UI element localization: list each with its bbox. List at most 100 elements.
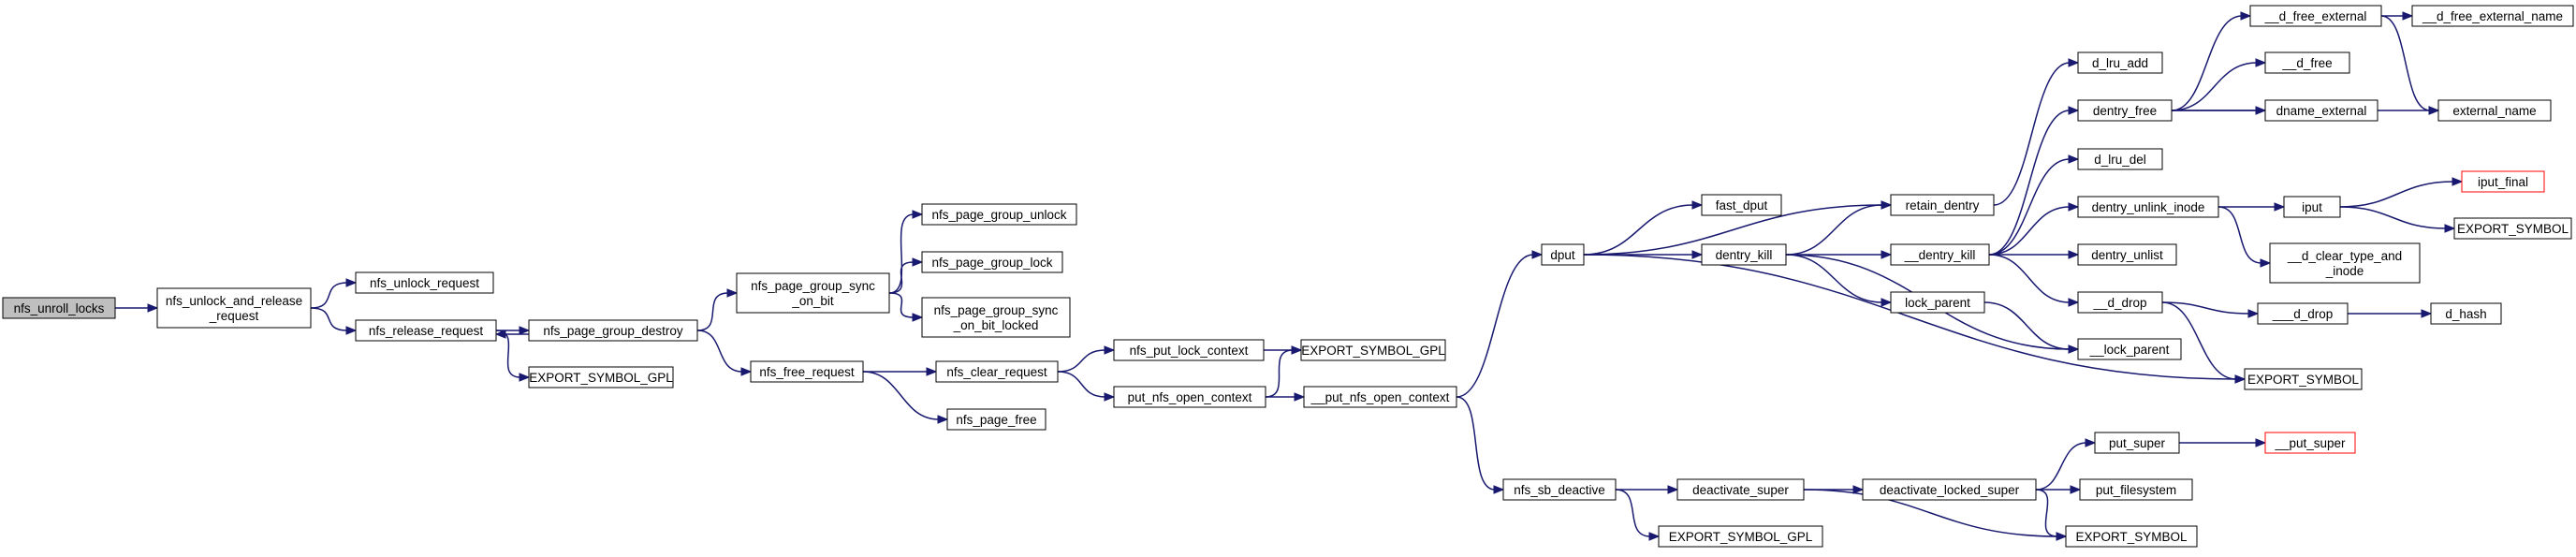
edge-line <box>1785 254 1883 303</box>
edge-line <box>2339 206 2447 229</box>
edge-arrowhead <box>1648 532 1661 541</box>
edge-arrowhead <box>740 367 753 376</box>
node-nfs-page-free[interactable]: nfs_page_free <box>946 408 1046 431</box>
node-box <box>2077 148 2163 170</box>
node-deactivate-locked-super[interactable]: deactivate_locked_super <box>1862 478 2037 501</box>
edge-nfs-unlock-and-release-request-to-nfs-release-request <box>310 307 358 335</box>
edge-d-drop-to-export-symbol-4 <box>2161 301 2247 384</box>
edge-arrowhead <box>2068 202 2080 212</box>
node-dentry-kill[interactable]: __dentry_kill <box>1890 243 1990 266</box>
node-dentry-unlist[interactable]: dentry_unlist <box>2077 243 2177 266</box>
edge-arrowhead <box>2070 485 2082 494</box>
node-nfs-unlock-and-release-request[interactable]: nfs_unlock_and_release_request <box>156 287 312 329</box>
node-label: external_name <box>2452 104 2536 118</box>
node-export-symbol-gpl-2[interactable]: EXPORT_SYMBOL_GPL <box>1300 339 1446 361</box>
node-iput[interactable]: iput <box>2283 196 2341 218</box>
node-d-lru-del[interactable]: d_lru_del <box>2077 148 2163 170</box>
edge-line <box>1803 489 2058 537</box>
edge-line <box>1988 254 2071 303</box>
node-nfs-page-group-sync-on-bit[interactable]: nfs_page_group_sync_on_bit <box>736 272 890 314</box>
edge-nfs-free-request-to-nfs-page-free <box>862 371 949 424</box>
node-d-free-external[interactable]: __d_free_external <box>2249 5 2382 27</box>
edge-line <box>495 330 521 378</box>
edge-arrowhead <box>937 415 949 424</box>
node-put-super[interactable]: put_super <box>2094 432 2180 454</box>
node-nfs-unroll-locks[interactable]: nfs_unroll_locks <box>2 297 116 319</box>
node-put-super[interactable]: __put_super <box>2264 432 2356 454</box>
node-d-clear-type-and-inode[interactable]: __d_clear_type_and_inode <box>2269 242 2421 284</box>
edge-arrowhead <box>1852 485 1865 494</box>
node-label: deactivate_locked_super <box>1880 483 2020 497</box>
node-nfs-release-request[interactable]: nfs_release_request <box>355 319 497 342</box>
node-box <box>528 319 698 342</box>
edge-arrowhead <box>926 367 938 376</box>
node-label: lock_parent <box>1905 296 1970 310</box>
node-d-drop[interactable]: ___d_drop <box>2257 302 2349 325</box>
node-dentry-free[interactable]: dentry_free <box>2077 99 2173 122</box>
node-retain-dentry[interactable]: retain_dentry <box>1890 194 1995 216</box>
edge-arrowhead <box>2255 58 2267 67</box>
node-export-symbol-5[interactable]: EXPORT_SYMBOL <box>2065 525 2198 548</box>
edge-line <box>888 292 915 318</box>
node-dname-external[interactable]: dname_external <box>2264 99 2378 122</box>
edge-line <box>1988 158 2071 256</box>
node-iput-final[interactable]: iput_final <box>2461 170 2545 193</box>
node-d-hash[interactable]: d_hash <box>2430 302 2502 325</box>
node-label: dentry_unlink_inode <box>2092 200 2205 214</box>
edge-put-super-to-put-super <box>2179 438 2267 447</box>
node-nfs-page-group-destroy[interactable]: nfs_page_group_destroy <box>528 319 698 342</box>
node-put-nfs-open-context[interactable]: put_nfs_open_context <box>1113 386 1266 408</box>
node-export-symbol-3[interactable]: EXPORT_SYMBOL <box>2453 217 2572 240</box>
node-nfs-clear-request[interactable]: nfs_clear_request <box>935 360 1059 383</box>
node-label: __d_free_external <box>2264 9 2367 23</box>
node-d-free[interactable]: __d_free <box>2264 51 2350 74</box>
node-export-symbol-4[interactable]: EXPORT_SYMBOL <box>2244 368 2363 390</box>
node-dentry-kill[interactable]: dentry_kill <box>1701 243 1787 266</box>
edge-arrowhead <box>2234 374 2247 384</box>
node-nfs-page-group-unlock[interactable]: nfs_page_group_unlock <box>921 203 1077 226</box>
edge-line <box>1785 204 1883 256</box>
edge-nfs-page-group-sync-on-bit-to-nfs-page-group-sync-on-bit-locked <box>888 292 924 322</box>
node-label: _on_bit <box>791 294 834 308</box>
node-dput[interactable]: dput <box>1541 243 1585 266</box>
node-d-lru-add[interactable]: d_lru_add <box>2077 51 2163 74</box>
node-nfs-page-group-sync-on-bit-locked[interactable]: nfs_page_group_sync_on_bit_locked <box>921 297 1071 338</box>
node-nfs-page-group-lock[interactable]: nfs_page_group_lock <box>921 251 1063 273</box>
node-put-nfs-open-context-2[interactable]: __put_nfs_open_context <box>1303 386 1457 408</box>
edge-line <box>1988 110 2071 256</box>
node-lock-parent[interactable]: lock_parent <box>1890 291 1985 314</box>
node-nfs-free-request[interactable]: nfs_free_request <box>750 360 864 383</box>
edge-arrowhead <box>2068 344 2080 354</box>
node-box <box>1890 194 1995 216</box>
node-box <box>921 203 1077 226</box>
node-dentry-unlink-inode[interactable]: dentry_unlink_inode <box>2077 196 2219 218</box>
edge-nfs-sb-deactive-to-deactivate-super <box>1615 485 1679 494</box>
node-lock-parent[interactable]: __lock_parent <box>2077 338 2182 360</box>
edge-line <box>2217 206 2262 264</box>
node-box <box>736 272 890 314</box>
node-label: iput_final <box>2478 175 2528 189</box>
node-nfs-put-lock-context[interactable]: nfs_put_lock_context <box>1113 339 1265 361</box>
node-external-name[interactable]: external_name <box>2437 99 2552 122</box>
node-nfs-sb-deactive[interactable]: nfs_sb_deactive <box>1502 478 1617 501</box>
node-d-drop[interactable]: __d_drop <box>2077 291 2163 314</box>
edge-line <box>1456 254 1534 398</box>
node-box <box>156 287 312 329</box>
node-fast-dput[interactable]: fast_dput <box>1701 194 1782 216</box>
node-label: dentry_unlist <box>2091 248 2163 262</box>
node-export-symbol-gpl-1[interactable]: EXPORT_SYMBOL_GPL <box>528 366 674 388</box>
node-box <box>2065 525 2198 548</box>
node-deactivate-super[interactable]: deactivate_super <box>1676 478 1805 501</box>
edge-line <box>862 371 940 420</box>
edge-arrowhead <box>912 313 924 322</box>
node-label: EXPORT_SYMBOL_GPL <box>1669 530 1813 544</box>
edge-lock-parent-to-lock-parent <box>1983 301 2080 354</box>
node-put-filesystem[interactable]: put_filesystem <box>2079 478 2193 501</box>
node-d-free-external-name[interactable]: __d_free_external_name <box>2411 5 2574 27</box>
node-export-symbol-gpl-3[interactable]: EXPORT_SYMBOL_GPL <box>1658 525 1823 548</box>
edge-line <box>1993 62 2071 206</box>
edge-line <box>2339 181 2454 208</box>
node-nfs-unlock-request[interactable]: nfs_unlock_request <box>355 271 494 294</box>
node-label: dentry_free <box>2093 104 2157 118</box>
edge-arrowhead <box>2240 11 2252 21</box>
